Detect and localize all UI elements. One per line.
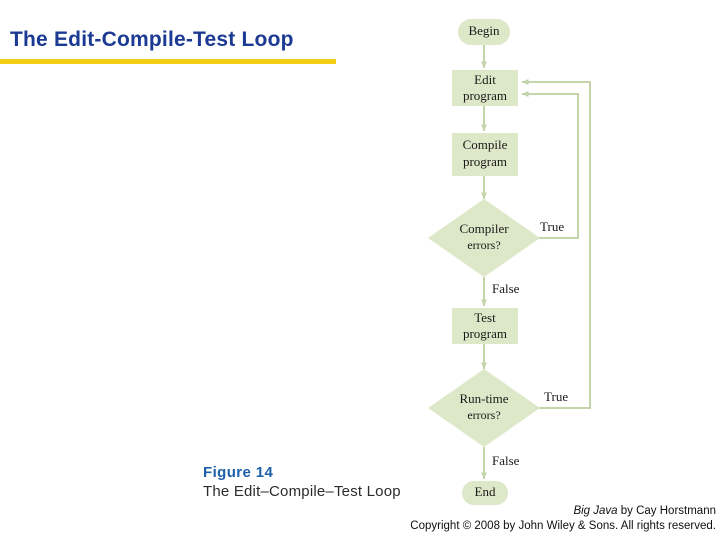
node-compiler-errors (428, 199, 540, 277)
edge-label-compiler-errors-true: True (540, 219, 565, 234)
node-edit-program (452, 70, 518, 106)
edge-runtime-errors-true-loop (521, 79, 591, 409)
figure-caption: Figure 14 The Edit–Compile–Test Loop (203, 464, 401, 500)
edge-compiler-errors-true-loop (521, 91, 579, 239)
footer-byline: by Cay Horstmann (617, 504, 716, 517)
node-test-program (452, 308, 518, 344)
title-underline-bar (0, 59, 336, 64)
page-title: The Edit-Compile-Test Loop (10, 28, 294, 51)
node-begin (458, 19, 510, 45)
footer-book-title: Big Java (573, 504, 618, 517)
edge-label-runtime-errors-true: True (544, 389, 569, 404)
edge-label-compiler-errors-false: False (492, 281, 520, 296)
figure-title: The Edit–Compile–Test Loop (203, 483, 401, 500)
figure-number: Figure 14 (203, 464, 274, 481)
node-runtime-errors (428, 369, 540, 447)
edge-label-runtime-errors-false: False (492, 453, 520, 468)
node-compile-program (452, 133, 518, 176)
node-end (462, 481, 508, 505)
footer-copyright: Copyright © 2008 by John Wiley & Sons. A… (410, 520, 716, 533)
footer: Big Java by Cay Horstmann Copyright © 20… (410, 504, 716, 535)
footer-attribution: Big Java by Cay Horstmann (410, 504, 716, 520)
